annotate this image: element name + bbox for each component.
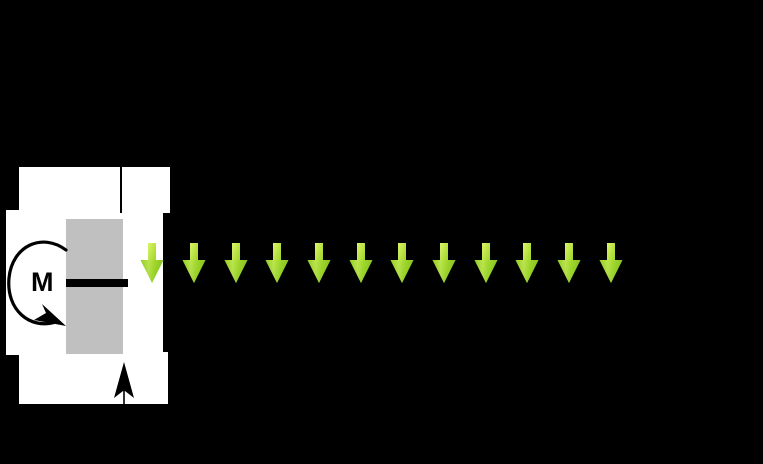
down-arrow-icon <box>349 243 373 283</box>
down-arrow-icon <box>432 243 456 283</box>
down-arrow-icon <box>515 243 539 283</box>
down-arrow-icon <box>390 243 414 283</box>
panel-bottom <box>19 352 168 404</box>
down-arrow-icon <box>599 243 623 283</box>
down-arrow-icon <box>474 243 498 283</box>
circular-rotation-arrow-icon <box>7 240 68 326</box>
horizontal-shaft-line-icon <box>66 279 128 287</box>
down-arrow-icon <box>557 243 581 283</box>
down-arrow-icon <box>265 243 289 283</box>
vertical-line-icon <box>120 167 122 213</box>
up-arrow-icon <box>114 362 134 406</box>
down-arrow-icon <box>307 243 331 283</box>
motor-label: M <box>31 267 54 297</box>
down-arrow-icon <box>182 243 206 283</box>
down-arrow-icon <box>224 243 248 283</box>
panel-top <box>19 167 170 213</box>
